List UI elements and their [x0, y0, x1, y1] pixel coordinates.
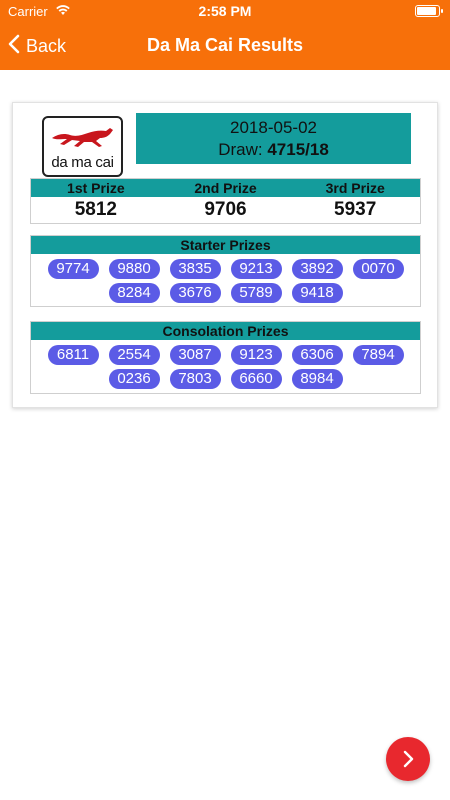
consolation-number[interactable]: 0236: [108, 369, 160, 389]
wifi-icon: [56, 5, 70, 15]
page-title: Da Ma Cai Results: [146, 35, 304, 55]
consolation-number[interactable]: 8984: [291, 369, 343, 389]
starter-number[interactable]: 3892: [291, 259, 343, 279]
draw-number: 4715/18: [267, 140, 329, 159]
third-prize-number: 5937: [334, 199, 377, 220]
draw-label: Draw:: [218, 140, 263, 159]
first-prize-label: 1st Prize: [67, 180, 125, 196]
consolation-prizes-section: Consolation Prizes 6811 2554 3087 9123 6…: [30, 321, 421, 394]
battery-icon: [415, 5, 443, 17]
consolation-number[interactable]: 7803: [169, 369, 221, 389]
back-label: Back: [26, 35, 67, 56]
damacai-logo: da ma cai: [42, 116, 123, 177]
consolation-number[interactable]: 6306: [291, 345, 343, 365]
consolation-number[interactable]: 3087: [169, 345, 221, 365]
consolation-number[interactable]: 9123: [230, 345, 282, 365]
starter-number[interactable]: 5789: [230, 283, 282, 303]
starter-numbers: 9774 9880 3835 9213 3892 0070 8284 3676 …: [31, 254, 420, 305]
draw-date: 2018-05-02: [230, 118, 317, 137]
consolation-prizes-title: Consolation Prizes: [31, 322, 420, 340]
second-prize-number: 9706: [204, 199, 247, 220]
horse-icon: [52, 128, 113, 147]
top-prizes-header: 1st Prize 2nd Prize 3rd Prize: [31, 179, 420, 197]
consolation-number[interactable]: 7894: [352, 345, 404, 365]
nav-bar: Carrier 2:58 PM Back Da Ma Cai Results: [0, 0, 450, 70]
starter-number[interactable]: 9213: [230, 259, 282, 279]
starter-prizes-section: Starter Prizes 9774 9880 3835 9213 3892 …: [30, 235, 421, 307]
battery-level: [417, 7, 436, 15]
back-button[interactable]: Back: [8, 32, 66, 60]
status-bar: Carrier 2:58 PM: [0, 0, 450, 22]
starter-number[interactable]: 9880: [108, 259, 160, 279]
next-button[interactable]: [386, 737, 430, 781]
second-prize-label: 2nd Prize: [194, 180, 257, 196]
results-card: da ma cai 2018-05-02 Draw: 4715/18 1st P…: [12, 102, 438, 408]
consolation-numbers: 6811 2554 3087 9123 6306 7894 0236 7803 …: [31, 340, 420, 391]
consolation-number[interactable]: 2554: [108, 345, 160, 365]
starter-number[interactable]: 9418: [291, 283, 343, 303]
starter-number[interactable]: 3676: [169, 283, 221, 303]
starter-prizes-title: Starter Prizes: [31, 236, 420, 254]
consolation-number[interactable]: 6660: [230, 369, 282, 389]
draw-info: 2018-05-02 Draw: 4715/18: [136, 113, 411, 164]
starter-number[interactable]: 3835: [169, 259, 221, 279]
consolation-number[interactable]: 6811: [47, 345, 99, 365]
chevron-right-icon: [403, 750, 414, 768]
first-prize-number: 5812: [74, 199, 117, 220]
carrier-label: Carrier: [8, 4, 48, 19]
starter-number[interactable]: 0070: [352, 259, 404, 279]
starter-number[interactable]: 9774: [47, 259, 99, 279]
chevron-left-icon: [8, 34, 20, 58]
top-prizes-table: 1st Prize 2nd Prize 3rd Prize 5812 9706 …: [30, 178, 421, 224]
starter-number[interactable]: 8284: [108, 283, 160, 303]
draw-line: Draw: 4715/18: [136, 140, 411, 160]
clock: 2:58 PM: [198, 3, 252, 19]
logo-text: da ma cai: [51, 154, 114, 171]
third-prize-label: 3rd Prize: [325, 180, 385, 196]
top-prizes-values: 5812 9706 5937: [31, 197, 420, 223]
